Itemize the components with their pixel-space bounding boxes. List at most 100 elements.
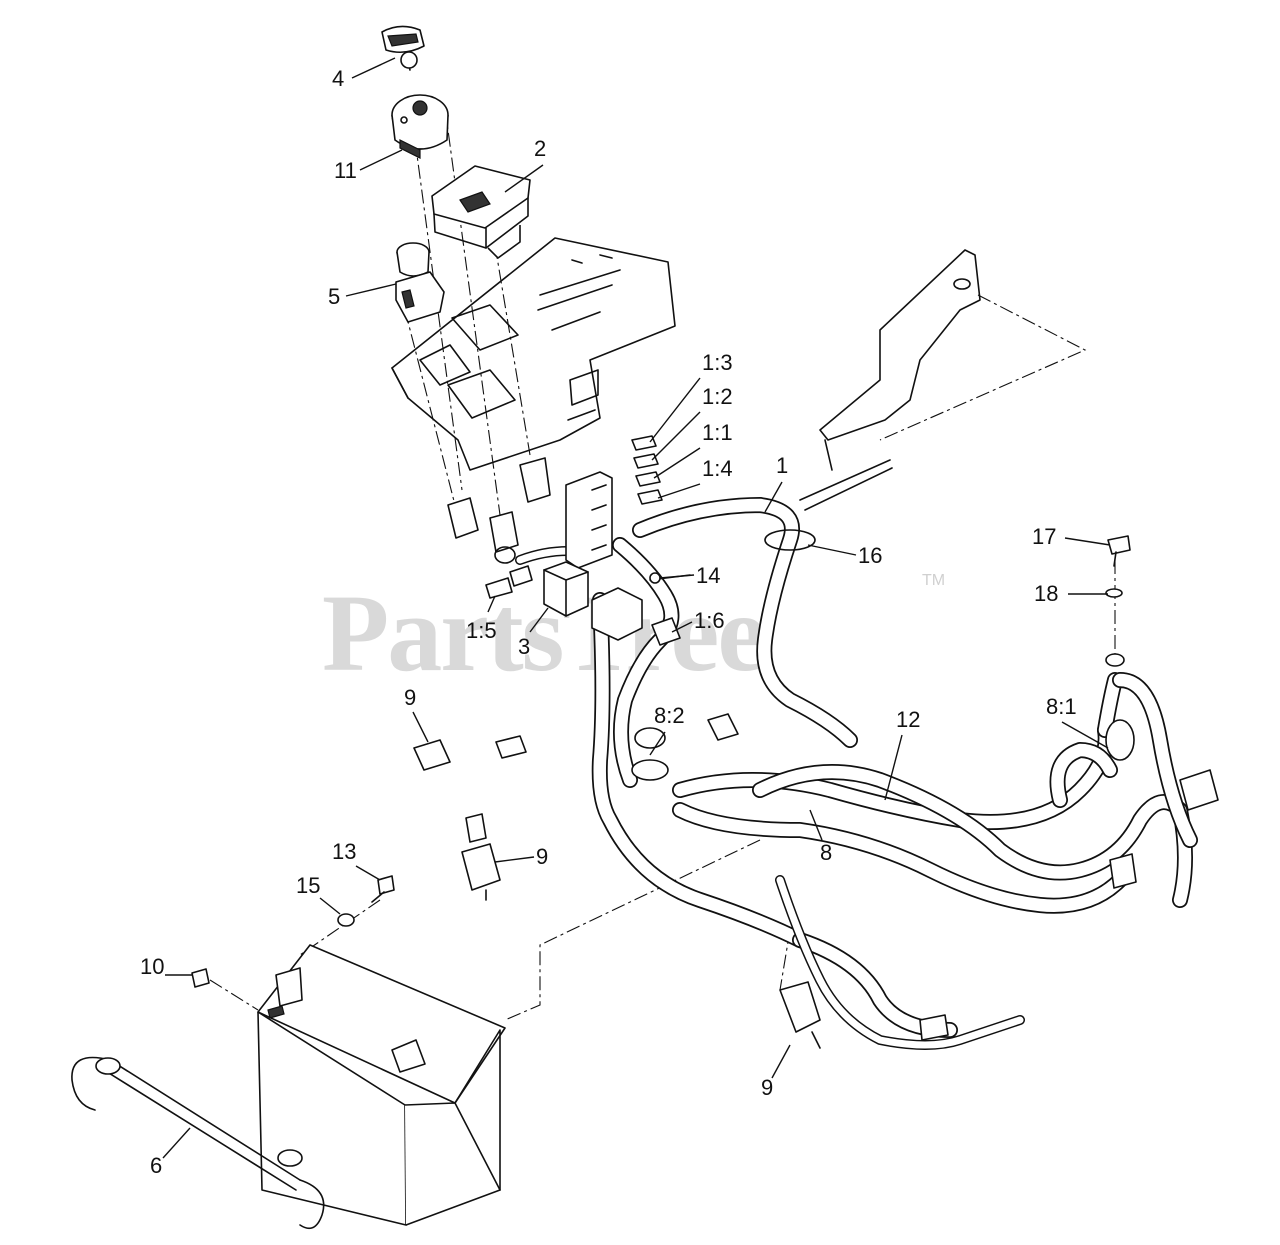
- callout-16: 16: [807, 543, 882, 568]
- callout-label: 1:3: [702, 350, 733, 375]
- callout-6: 6: [150, 1127, 191, 1178]
- callout-label: 1:5: [466, 618, 497, 643]
- callout-label: 8:2: [654, 703, 685, 728]
- bolt-and-washer: [1105, 535, 1131, 667]
- callout-leader-line: [351, 57, 396, 79]
- battery-bolt: [191, 875, 395, 988]
- callout-leader-line: [649, 731, 666, 756]
- watermark-trademark: TM: [922, 572, 945, 589]
- callout-9-c: 9: [761, 1044, 791, 1100]
- callouts: 4 11 2 5 1:3 1:2 1:1 1:4 1 16 14 1:5 3 1:6 17 18 9 8:2 12 8…: [140, 57, 1111, 1178]
- ignition-switch: [391, 94, 449, 159]
- relay: [543, 561, 589, 617]
- callout-leader-line: [412, 711, 429, 743]
- callout-leader-line: [345, 283, 397, 297]
- grommet: [631, 713, 739, 781]
- brake-switch: [779, 981, 821, 1049]
- battery-strap: [71, 1056, 325, 1230]
- inline-fuse: [485, 565, 533, 599]
- callout-leader-line: [809, 809, 823, 841]
- callout-12: 12: [884, 707, 920, 801]
- callout-label: 4: [332, 66, 344, 91]
- callout-1-4: 1:4: [657, 456, 733, 499]
- callout-5: 5: [328, 283, 397, 309]
- callout-leader-line: [649, 377, 701, 443]
- connector-block: [447, 457, 613, 569]
- control-panel-bracket: [391, 237, 676, 471]
- callout-label: 6: [150, 1153, 162, 1178]
- seat-switch: [461, 813, 501, 901]
- callout-1-1: 1:1: [653, 420, 733, 479]
- side-bracket: [819, 249, 1087, 471]
- callout-13: 13: [332, 839, 381, 881]
- callout-9-a: 9: [404, 685, 429, 743]
- callout-label: 1:4: [702, 456, 733, 481]
- callout-leader-line: [1064, 537, 1111, 546]
- watermark-text: PartsTree: [322, 572, 764, 694]
- callout-2: 2: [504, 136, 546, 193]
- callout-leader-line: [651, 411, 701, 461]
- callout-1-5: 1:5: [466, 595, 497, 643]
- callout-label: 3: [518, 634, 530, 659]
- callout-leader-line: [1061, 721, 1109, 749]
- callout-11: 11: [334, 149, 403, 183]
- callout-label: 1:6: [694, 608, 725, 633]
- callout-label: 1: [776, 453, 788, 478]
- callout-label: 16: [858, 543, 882, 568]
- callout-1-2: 1:2: [651, 384, 733, 461]
- callout-leader-line: [487, 595, 496, 613]
- callout-leader-line: [659, 574, 695, 579]
- callout-label: 11: [334, 158, 357, 183]
- callout-9-b: 9: [494, 844, 548, 869]
- callout-1-3: 1:3: [649, 350, 733, 443]
- callout-label: 14: [696, 563, 720, 588]
- callout-label: 17: [1032, 524, 1056, 549]
- callout-label: 5: [328, 284, 340, 309]
- hour-meter: [431, 165, 531, 259]
- callout-8-1: 8:1: [1046, 694, 1109, 749]
- callout-leader-line: [771, 1044, 791, 1079]
- callout-leader-line: [162, 1127, 191, 1159]
- pto-switch: [395, 242, 445, 323]
- callout-leader-line: [504, 164, 544, 193]
- callout-8: 8: [809, 809, 832, 865]
- fuse-clips: [631, 435, 663, 505]
- callout-leader-line: [319, 897, 341, 915]
- callout-label: 2: [534, 136, 546, 161]
- callout-10: 10: [140, 954, 193, 979]
- callout-label: 8:1: [1046, 694, 1077, 719]
- callout-15: 15: [296, 873, 341, 915]
- callout-leader-line: [653, 447, 701, 479]
- callout-leader-line: [807, 544, 857, 556]
- callout-leader-line: [494, 856, 535, 863]
- callout-label: 10: [140, 954, 164, 979]
- callout-label: 8: [820, 840, 832, 865]
- callout-17: 17: [1032, 524, 1111, 549]
- callout-leader-line: [764, 481, 783, 513]
- callout-4: 4: [332, 57, 396, 91]
- callout-leader-line: [884, 734, 903, 801]
- neutral-switch-upper: [413, 735, 527, 771]
- callout-label: 12: [896, 707, 920, 732]
- callout-label: 13: [332, 839, 356, 864]
- callout-leader-line: [529, 607, 549, 633]
- callout-14: 14: [659, 563, 720, 588]
- relay-socket: [591, 572, 691, 646]
- secondary-harness: [672, 672, 1219, 1050]
- callout-label: 1:2: [702, 384, 733, 409]
- callout-leader-line: [359, 149, 403, 171]
- callout-label: 9: [404, 685, 416, 710]
- callout-label: 9: [536, 844, 548, 869]
- callout-label: 1:1: [702, 420, 733, 445]
- callout-1: 1: [764, 453, 788, 513]
- callout-leader-line: [657, 483, 701, 499]
- callout-1-6: 1:6: [671, 608, 725, 633]
- callout-3: 3: [518, 607, 549, 659]
- callout-label: 18: [1034, 581, 1058, 606]
- callout-8-2: 8:2: [649, 703, 685, 756]
- callout-leader-line: [355, 865, 381, 881]
- ignition-key: [381, 25, 425, 71]
- battery: [257, 944, 506, 1226]
- callout-leader-line: [671, 621, 693, 633]
